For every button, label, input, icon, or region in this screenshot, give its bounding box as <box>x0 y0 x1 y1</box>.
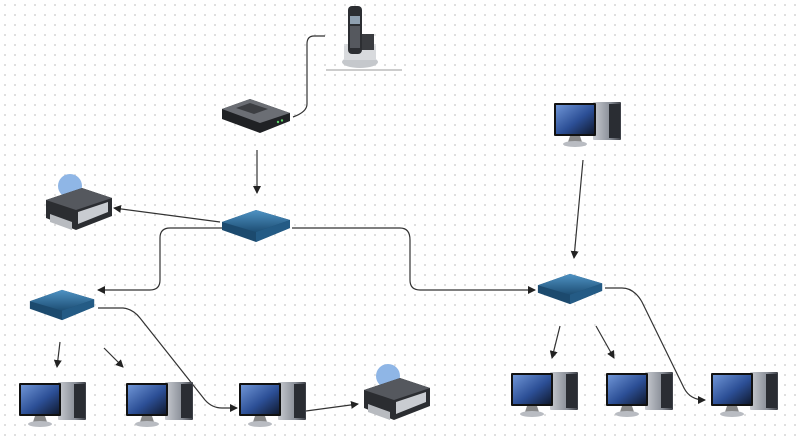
edge-switch-left-pc-left-2 <box>103 347 124 368</box>
desktop-computer-icon[interactable] <box>239 382 306 427</box>
network-switch-icon[interactable] <box>29 289 95 321</box>
desktop-computer-icon[interactable] <box>554 102 621 147</box>
edge-switch-core-printer-1 <box>113 204 221 223</box>
edge-phone-modem <box>292 35 325 118</box>
edge-switch-core-switch-right <box>292 227 536 294</box>
edge-pc-left-3-printer-2 <box>305 400 359 412</box>
edge-pc-top-right-switch-right <box>570 159 584 259</box>
edge-switch-right-pc-right-1 <box>549 325 561 359</box>
edge-switch-left-pc-left-1 <box>53 341 62 368</box>
modem-icon[interactable] <box>222 99 290 133</box>
desktop-computer-icon[interactable] <box>511 372 578 417</box>
network-switch-icon[interactable] <box>537 273 603 305</box>
desktop-computer-icon[interactable] <box>126 382 193 427</box>
desktop-computer-icon[interactable] <box>711 372 778 417</box>
edge-switch-left-pc-left-3 <box>98 307 238 412</box>
edge-switch-right-pc-right-2 <box>595 325 615 359</box>
printer-icon[interactable] <box>46 174 112 230</box>
desktop-computer-icon[interactable] <box>19 382 86 427</box>
network-switch-icon[interactable] <box>222 210 290 242</box>
cordless-phone-icon[interactable] <box>342 6 378 68</box>
connectors <box>53 35 706 412</box>
edge-switch-core-switch-left <box>97 227 222 294</box>
desktop-computer-icon[interactable] <box>606 372 673 417</box>
edge-switch-right-pc-right-3 <box>605 287 706 404</box>
printer-icon[interactable] <box>364 364 430 420</box>
